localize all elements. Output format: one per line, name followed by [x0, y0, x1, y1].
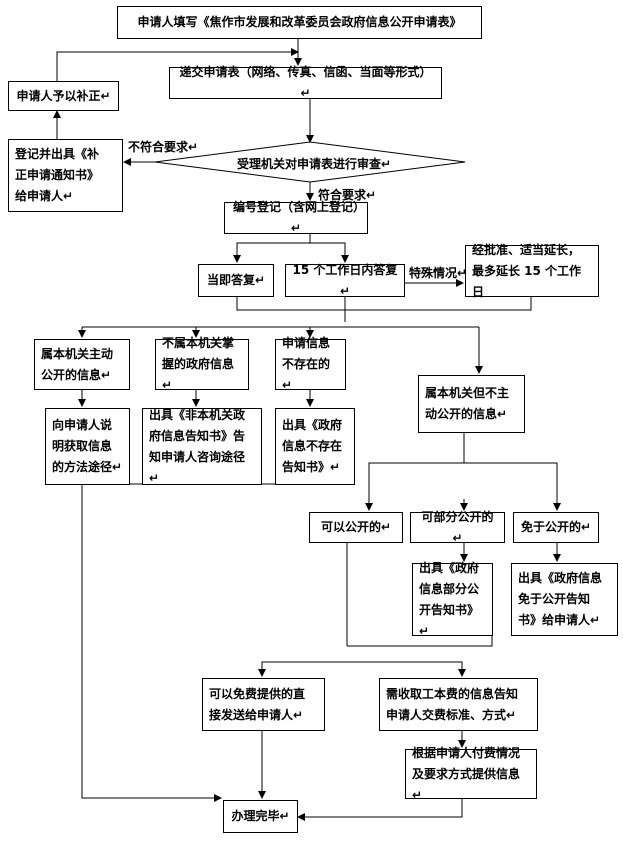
line-merge-split	[261, 661, 463, 676]
line-extend-back	[345, 297, 532, 311]
node-provide-after-pay: 根据申请人付费情况 及要求方式提供信息↵	[405, 746, 537, 802]
node-issue-partial: 出具《政府 信息部分公 开告知书》↵	[412, 561, 493, 638]
line-notactive-split	[368, 433, 558, 509]
node-extend: 经批准、适当延长， 最多延长 15 个工作日	[465, 243, 599, 299]
arrow-provide-done	[297, 799, 463, 821]
node-issue-not-owned: 出具《非本机关政 府信息告知书》告 知申请人咨询途径↵	[142, 408, 262, 485]
node-not-active: 属本机关但不主 动公开的信息↵	[418, 375, 525, 433]
node-submit: 递交申请表（网络、传真、信函、当面等形式）↵	[169, 65, 442, 100]
node-exempt: 免于公开的↵	[513, 512, 599, 543]
node-issue-exempt: 出具《政府信息 免于公开告知 书》给申请人↵	[511, 563, 618, 636]
node-not-exist: 申请信息 不存在的↵	[275, 336, 346, 392]
node-number-register: 编号登记（含网上登记）↵	[224, 200, 368, 235]
node-partial-public: 可部分公开的↵	[410, 510, 505, 545]
node-fee-notice: 需收取工本费的信息告知 申请人交费标准、方式↵	[379, 678, 538, 731]
label-special: 特殊情况↵	[409, 266, 468, 280]
label-not-meet: 不符合要求↵	[128, 140, 199, 154]
line-collect	[81, 484, 222, 802]
node-done: 办理完毕↵	[223, 800, 298, 833]
node-can-public: 可以公开的↵	[309, 512, 403, 543]
node-reply-15: 15 个工作日内答复↵	[285, 263, 405, 298]
line-replies-merge	[236, 297, 346, 322]
node-not-owned: 不属本机关掌 握的政府信息↵	[155, 336, 249, 392]
line-can-merge	[346, 543, 493, 647]
label-review: 受理机关对申请表进行审查↵	[237, 157, 392, 171]
node-register-notice: 登记并出具《补 正申请通知书》 给申请人↵	[8, 139, 123, 212]
node-explain-method: 向申请人说 明获取信息 的方法途径↵	[45, 408, 130, 485]
arrow-supplement-submit	[56, 48, 299, 81]
review-diamond	[154, 141, 466, 183]
node-apply: 申请人填写《焦作市发展和改革委员会政府信息公开申请表》	[117, 6, 482, 39]
node-issue-not-exist: 出具《政府 信息不存在 告知书》↵	[275, 408, 355, 485]
node-free-send: 可以免费提供的直 接发送给申请人↵	[202, 678, 325, 731]
node-supplement: 申请人予以补正↵	[8, 81, 119, 111]
node-reply-now: 当即答复↵	[198, 264, 274, 297]
label-meet: 符合要求↵	[318, 188, 377, 202]
node-active-public: 属本机关主动 公开的信息↵	[34, 339, 130, 390]
